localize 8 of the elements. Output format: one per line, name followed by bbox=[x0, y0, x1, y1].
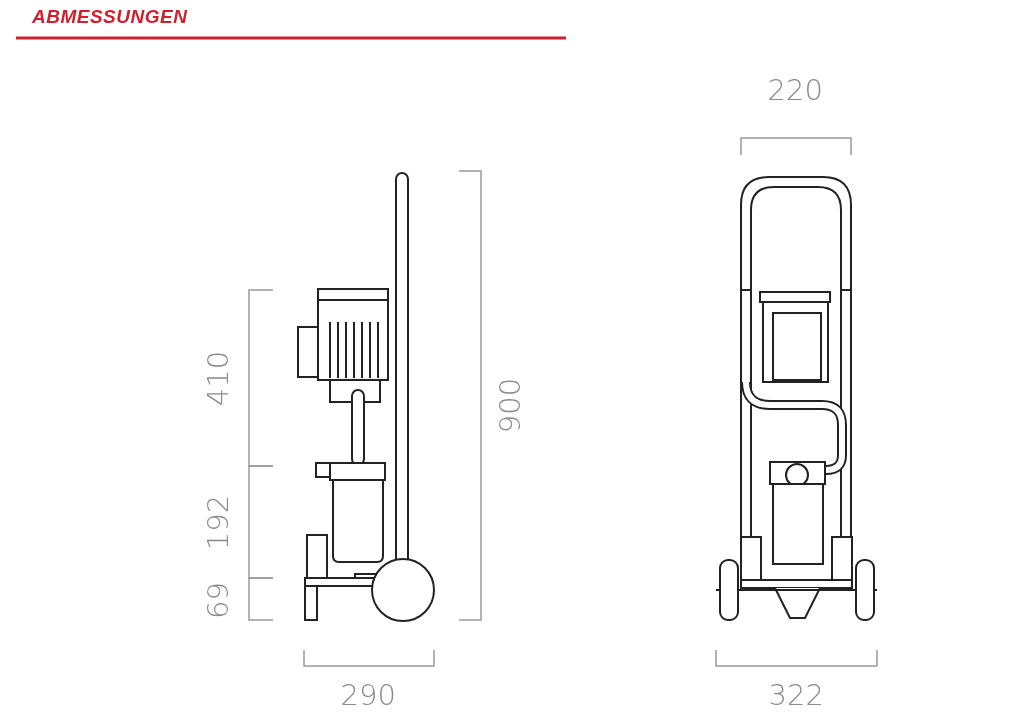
dimension-label: 900 bbox=[495, 377, 525, 433]
dimension-label: 290 bbox=[340, 680, 396, 710]
dimension-label: 69 bbox=[203, 581, 233, 619]
dimension-label: 410 bbox=[203, 350, 233, 406]
dimension-label: 322 bbox=[768, 680, 824, 710]
dimension-label: 220 bbox=[767, 75, 823, 105]
dimension-label: 192 bbox=[203, 494, 233, 550]
section-heading: ABMESSUNGEN bbox=[32, 6, 188, 28]
